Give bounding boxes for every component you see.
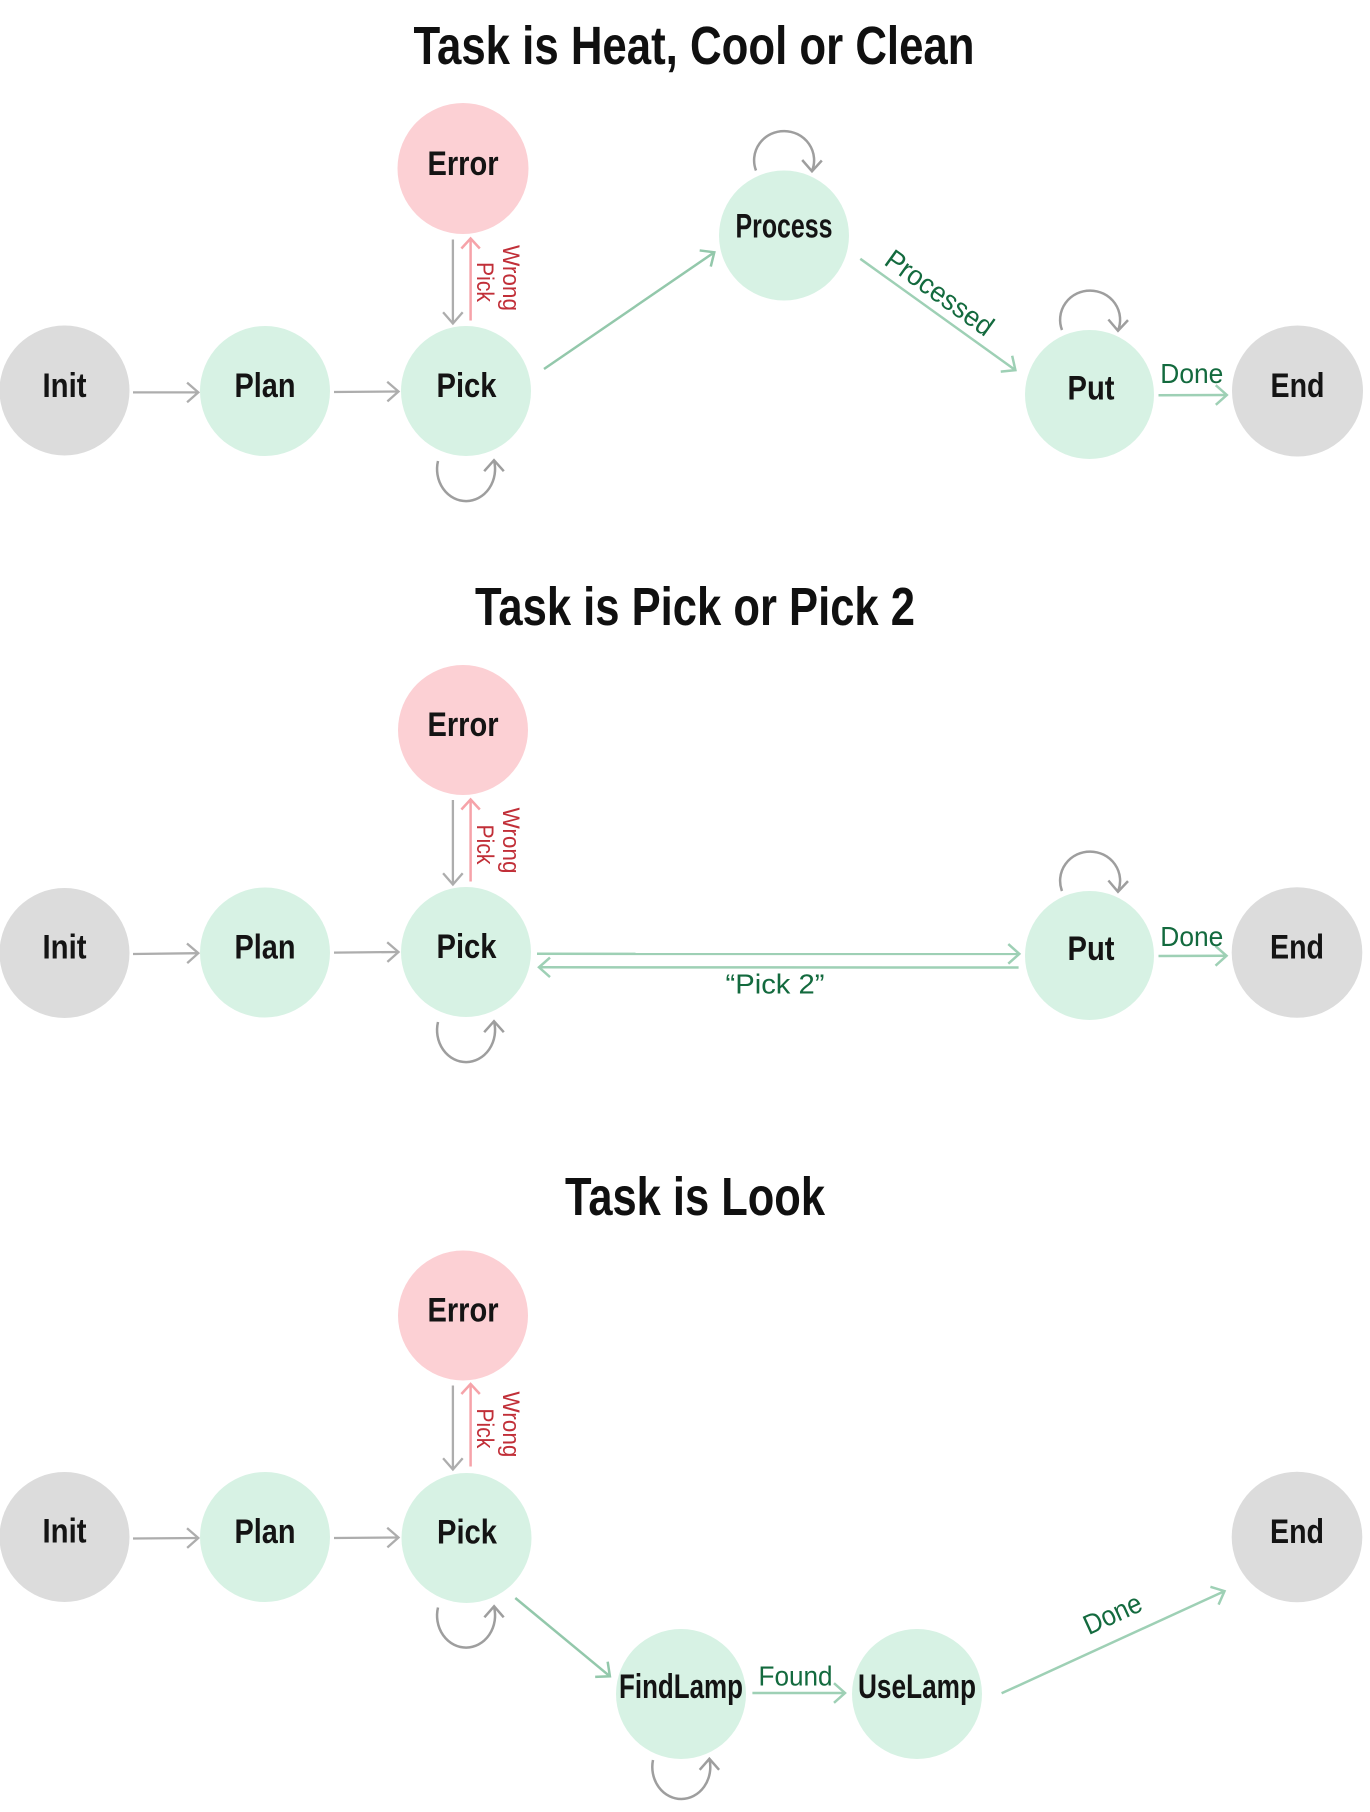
svg-text:Pick: Pick [471,1408,498,1449]
svg-text:Pick: Pick [471,825,498,866]
svg-text:Wrong: Wrong [497,1391,524,1457]
svg-text:Init: Init [43,1513,87,1551]
svg-text:Error: Error [428,1292,499,1330]
svg-text:End: End [1271,367,1325,405]
svg-text:Done: Done [1160,921,1223,952]
svg-text:Put: Put [1068,370,1115,408]
svg-text:Plan: Plan [235,928,296,966]
svg-text:Task is Heat, Cool or Clean: Task is Heat, Cool or Clean [414,16,975,76]
svg-text:Process: Process [736,208,833,246]
svg-text:Pick: Pick [471,262,498,303]
svg-text:Pick: Pick [437,1514,497,1552]
svg-text:Wrong: Wrong [497,808,524,874]
svg-text:Done: Done [1160,358,1223,389]
svg-text:End: End [1270,1513,1324,1551]
svg-text:Found: Found [759,1661,833,1692]
svg-text:Put: Put [1068,930,1115,968]
svg-text:Error: Error [428,145,499,183]
svg-text:Task is Look: Task is Look [565,1167,826,1227]
svg-text:Wrong: Wrong [497,245,524,311]
svg-text:Pick: Pick [437,928,497,966]
svg-text:Task is Pick or Pick 2: Task is Pick or Pick 2 [475,577,915,637]
svg-text:Plan: Plan [235,367,296,405]
svg-text:UseLamp: UseLamp [858,1668,976,1706]
svg-text:FindLamp: FindLamp [619,1668,743,1706]
svg-text:Plan: Plan [235,1513,296,1551]
svg-text:Init: Init [43,929,87,967]
svg-text:Pick: Pick [437,367,497,405]
svg-text:“Pick 2”: “Pick 2” [726,969,825,1000]
svg-text:Init: Init [43,367,87,405]
svg-text:End: End [1270,929,1324,967]
svg-text:Error: Error [428,706,499,744]
